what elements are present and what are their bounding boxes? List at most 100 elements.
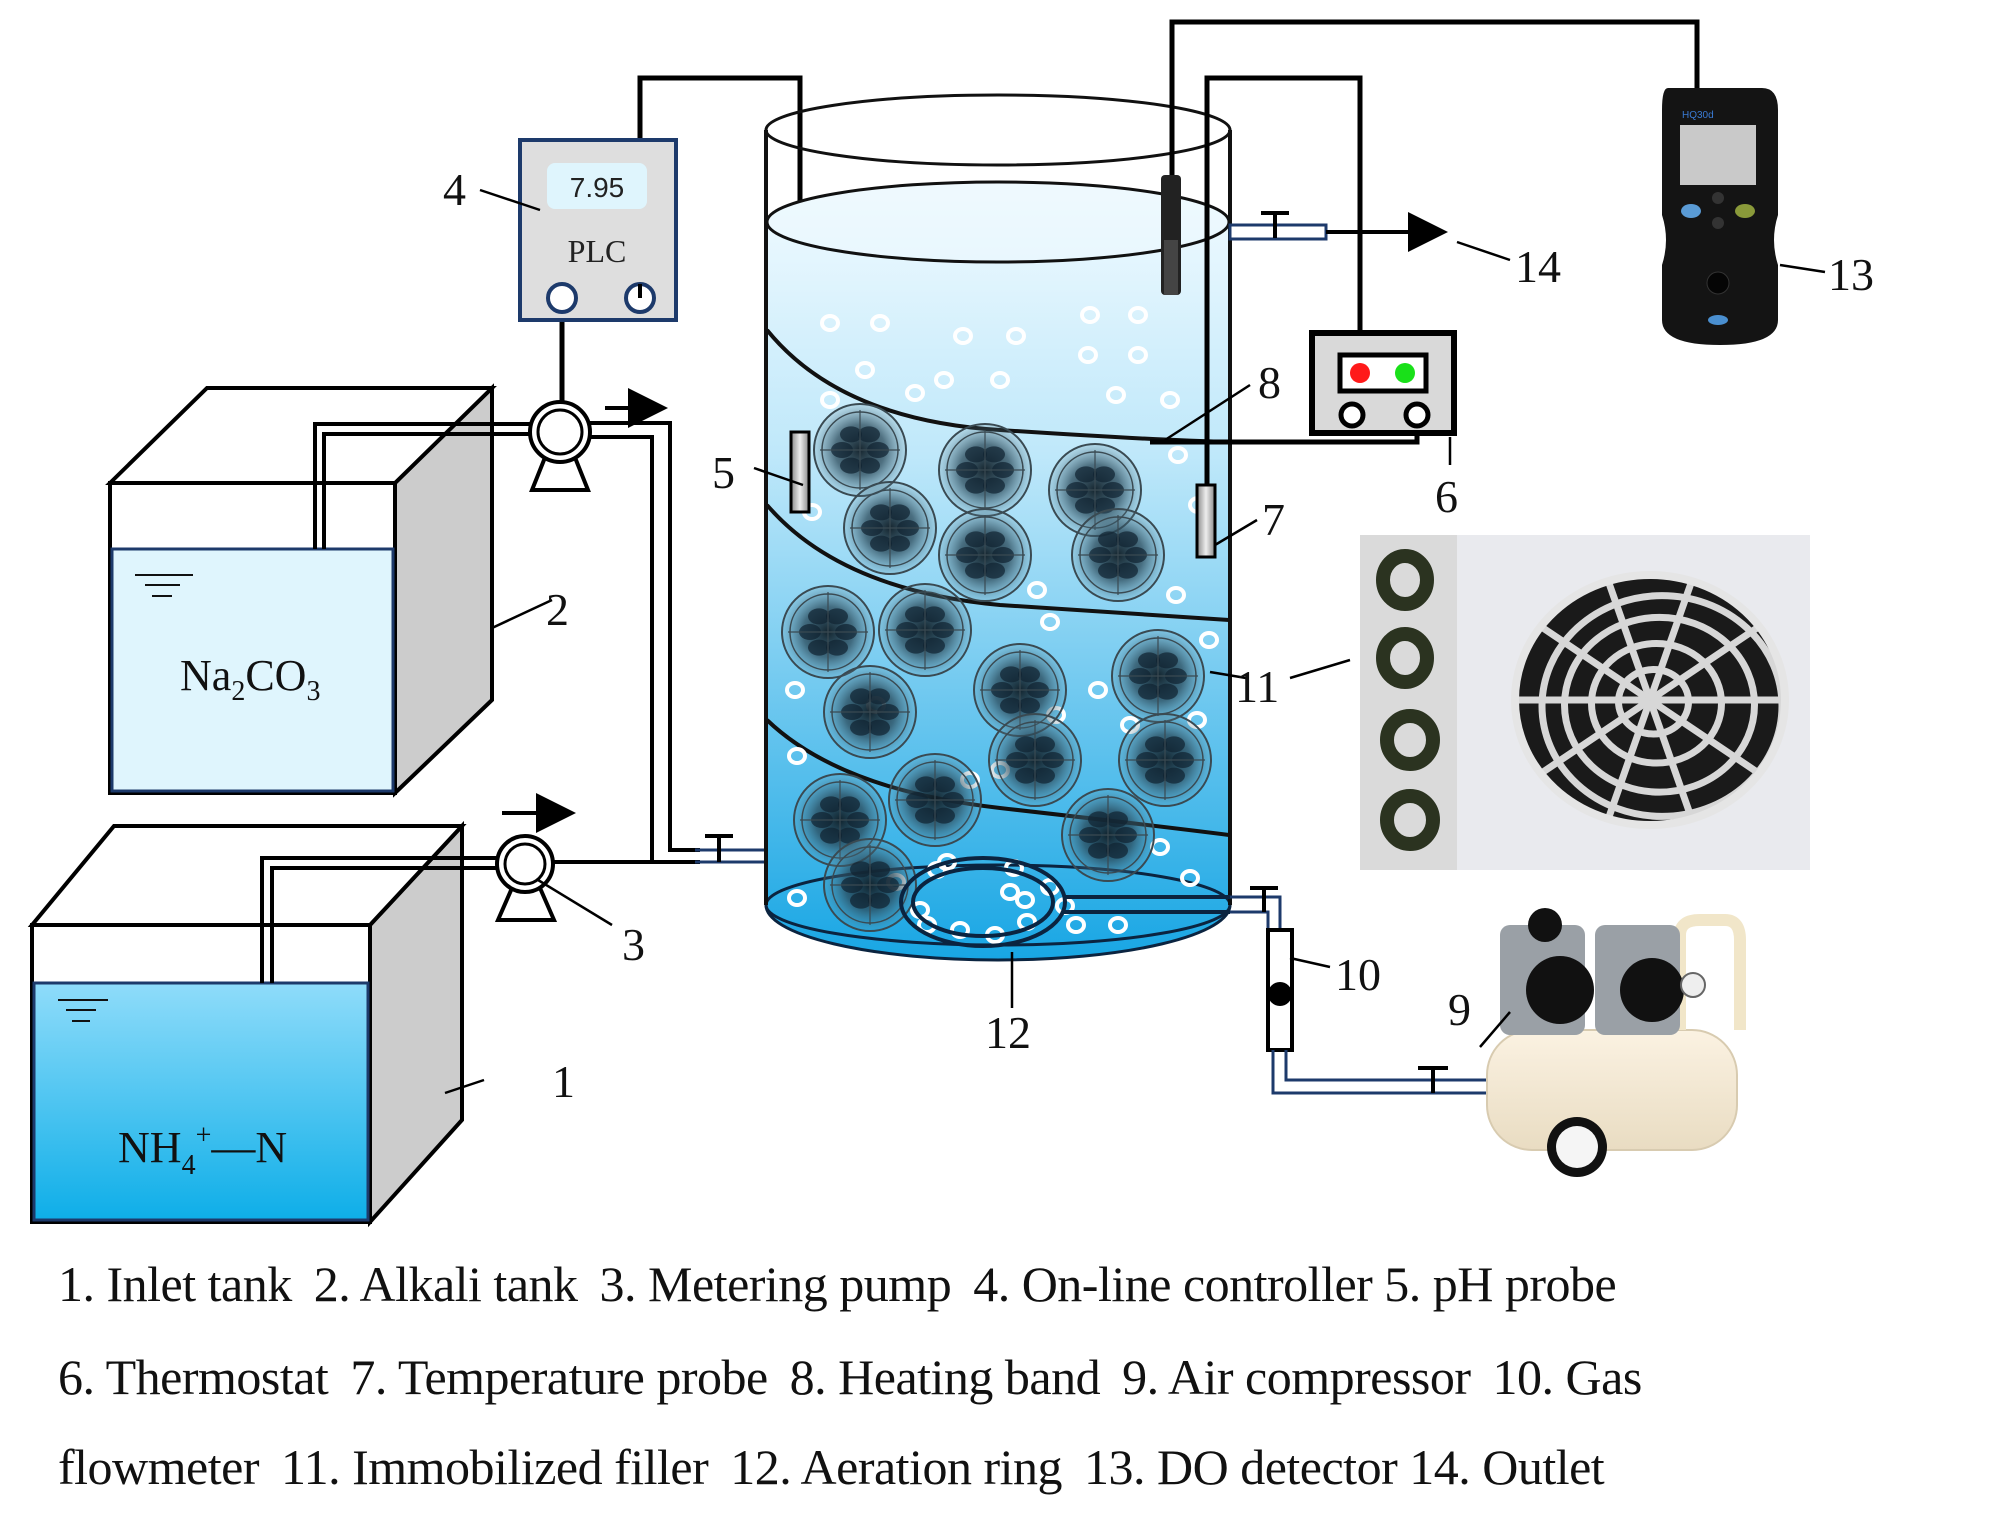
legend-item: 3. Metering pump bbox=[599, 1256, 952, 1312]
air-valve-icon bbox=[1250, 886, 1278, 912]
bubble bbox=[1066, 916, 1086, 934]
do-button-icon bbox=[1681, 204, 1701, 218]
inlet-tank: NH4+—N bbox=[27, 820, 500, 1228]
reactor-water-surface bbox=[765, 180, 1231, 264]
bubble bbox=[1180, 869, 1200, 887]
ph-probe bbox=[789, 430, 811, 514]
do-brand: HQ30d bbox=[1682, 110, 1714, 121]
bubble bbox=[1027, 581, 1047, 599]
legend-item: 1. Inlet tank bbox=[58, 1256, 292, 1312]
inlet-tank-water bbox=[32, 981, 370, 1222]
callout-8: 8 bbox=[1258, 357, 1281, 408]
bubble bbox=[1128, 306, 1148, 324]
filler-ball bbox=[888, 753, 982, 847]
bubble bbox=[787, 889, 807, 907]
filler-ball bbox=[843, 481, 937, 575]
callout-12: 12 bbox=[985, 1007, 1031, 1058]
air-compressor bbox=[1486, 908, 1746, 1177]
air-supply-line bbox=[1230, 886, 1487, 1095]
do-button-icon bbox=[1712, 192, 1724, 204]
bubble bbox=[950, 921, 970, 939]
callout-11: 11 bbox=[1235, 661, 1279, 712]
filler-ball bbox=[938, 423, 1032, 517]
legend-item: 8. Heating band bbox=[789, 1349, 1101, 1405]
filler-ball bbox=[938, 508, 1032, 602]
bubble bbox=[870, 314, 890, 332]
bubble bbox=[1040, 613, 1060, 631]
filler-ball bbox=[781, 585, 875, 679]
filler-ball bbox=[823, 665, 917, 759]
filler-ring-icon bbox=[1376, 549, 1440, 851]
bubble bbox=[990, 371, 1010, 389]
alkali-tank-formula: Na2CO3 bbox=[180, 651, 320, 707]
bubble bbox=[787, 747, 807, 765]
bubble bbox=[934, 371, 954, 389]
alkali-tank: Na2CO3 bbox=[105, 383, 530, 798]
reactor bbox=[764, 93, 1232, 962]
reactor-top-rim bbox=[764, 93, 1232, 167]
thermostat-knob-icon bbox=[1338, 401, 1366, 429]
inlet-metering-pump bbox=[494, 834, 558, 922]
outlet bbox=[1228, 211, 1448, 252]
callout-1: 1 bbox=[552, 1056, 575, 1107]
bubble bbox=[1088, 681, 1108, 699]
do-logo bbox=[1708, 315, 1728, 325]
callout-14: 14 bbox=[1515, 241, 1561, 292]
bubble bbox=[953, 327, 973, 345]
bubble bbox=[1199, 631, 1219, 649]
callout-4: 4 bbox=[443, 164, 466, 215]
water-level-icon bbox=[135, 574, 193, 597]
filler-ball bbox=[1118, 713, 1212, 807]
legend-item: 13. DO detector 14. Outlet bbox=[1084, 1439, 1605, 1495]
pressure-gauge-icon bbox=[1680, 972, 1706, 998]
bubble bbox=[1128, 346, 1148, 364]
bubble bbox=[1160, 391, 1180, 409]
do-probe bbox=[1161, 19, 1700, 295]
bubble bbox=[785, 681, 805, 699]
filler-photo-inset bbox=[1360, 535, 1810, 870]
do-detector: HQ30d bbox=[1662, 88, 1778, 345]
callout-leaders bbox=[444, 188, 1826, 1095]
legend-item: 12. Aeration ring bbox=[730, 1439, 1062, 1495]
flowmeter-float-icon bbox=[1268, 982, 1292, 1006]
alkali-feed-pipe bbox=[590, 421, 700, 862]
controller-label: PLC bbox=[568, 233, 627, 269]
bubble bbox=[1080, 306, 1100, 324]
legend-item: 2. Alkali tank bbox=[313, 1256, 578, 1312]
controller-display-value: 7.95 bbox=[570, 172, 625, 203]
callout-3: 3 bbox=[622, 919, 645, 970]
filler-ball bbox=[878, 583, 972, 677]
bubble bbox=[1166, 586, 1186, 604]
filler-ball bbox=[1111, 629, 1205, 723]
immobilized-filler-balls bbox=[781, 403, 1212, 932]
outlet-valve-icon bbox=[1261, 211, 1289, 238]
bubble bbox=[1000, 883, 1020, 901]
do-button-icon bbox=[1735, 204, 1755, 218]
thermostat-knob-icon bbox=[1403, 401, 1431, 429]
filler-ball bbox=[973, 643, 1067, 737]
bubble bbox=[1108, 916, 1128, 934]
alkali-metering-pump bbox=[528, 400, 592, 492]
led-red-icon bbox=[1350, 363, 1370, 383]
filler-ball bbox=[1071, 508, 1165, 602]
bubble bbox=[855, 361, 875, 379]
controller-knob-icon bbox=[546, 282, 578, 314]
callout-2: 2 bbox=[546, 584, 569, 635]
inlet-suction-pipe bbox=[260, 856, 500, 983]
do-cable bbox=[1169, 19, 1700, 175]
bubble bbox=[1015, 891, 1035, 909]
bubble bbox=[820, 391, 840, 409]
bubble bbox=[820, 314, 840, 332]
compressor-fan-icon bbox=[1526, 956, 1594, 1024]
temperature-probe bbox=[1150, 75, 1420, 559]
filler-ball bbox=[1061, 788, 1155, 882]
legend-item: 4. On-line controller 5. pH probe bbox=[973, 1256, 1617, 1312]
legend-item: 9. Air compressor bbox=[1122, 1349, 1471, 1405]
aeration-ring bbox=[899, 856, 1230, 948]
filler-ball-cage-icon bbox=[1511, 571, 1789, 829]
do-power-icon bbox=[1706, 271, 1730, 295]
callout-5: 5 bbox=[712, 447, 735, 498]
